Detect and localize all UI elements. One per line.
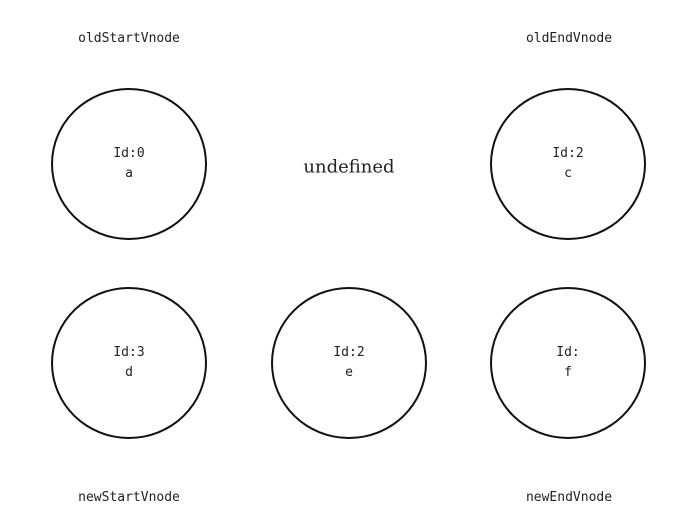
node-id-label: Id:3 — [113, 345, 145, 360]
new-start-vnode-label: newStartVnode — [78, 490, 180, 505]
node-tag-label: a — [125, 166, 133, 181]
node-tag-label: c — [564, 166, 572, 181]
old-end-vnode-label: oldEndVnode — [525, 31, 613, 46]
new-vnode-node-e: Id:2 e — [271, 287, 427, 439]
node-id-label: Id:2 — [552, 146, 584, 161]
node-id-label: Id:2 — [333, 345, 365, 360]
node-tag-label: d — [125, 365, 133, 380]
node-tag-label: f — [564, 365, 572, 380]
node-id-label: Id:0 — [113, 146, 145, 161]
new-end-vnode-label: newEndVnode — [525, 490, 613, 505]
node-tag-label: e — [345, 365, 353, 380]
node-id-label: Id: — [556, 345, 580, 360]
new-vnode-node-f: Id: f — [490, 287, 646, 439]
old-start-vnode-label: oldStartVnode — [78, 31, 180, 46]
old-vnode-node-c: Id:2 c — [490, 88, 646, 240]
old-vnode-node-a: Id:0 a — [51, 88, 207, 240]
new-vnode-node-d: Id:3 d — [51, 287, 207, 439]
undefined-slot-label: undefined — [303, 156, 395, 178]
